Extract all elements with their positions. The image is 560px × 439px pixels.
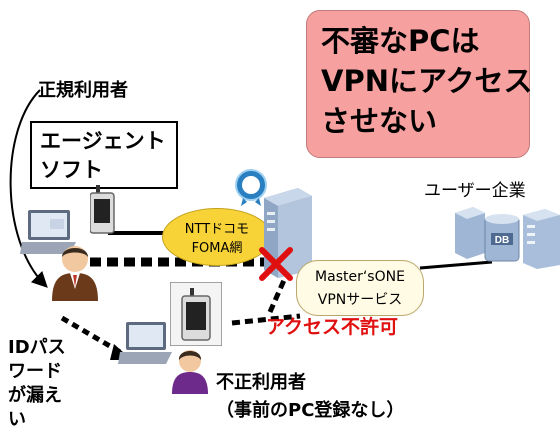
legit-user-icon: [52, 246, 98, 301]
blocked-x-icon: [259, 247, 293, 281]
callout-line: VPNにアクセス: [321, 64, 533, 98]
laptop-icon: [20, 210, 76, 254]
legit-user-label: 正規利用者: [38, 80, 128, 101]
bad-access-line: [231, 313, 301, 326]
vpn-line: VPNサービス: [317, 292, 403, 308]
agent-line: エージェント: [40, 129, 166, 153]
access-denied-label: アクセス不許可: [266, 316, 399, 338]
certificate-badge-icon: [235, 169, 267, 206]
server-icon: [264, 188, 312, 278]
bad-user-label: 不正利用者: [216, 372, 306, 393]
leak-label: IDパス ワード が漏え い: [8, 336, 66, 432]
company-servers-icon: DB: [455, 207, 560, 269]
curved-arrow: [9, 89, 48, 288]
carrier-line: NTTドコモ: [184, 222, 250, 237]
callout-line: させない: [321, 104, 438, 138]
vpn-line: Master‘sONE: [315, 269, 405, 285]
company-label: ユーザー企業: [424, 181, 526, 201]
leak-line: い: [8, 409, 26, 430]
bad-user-icon: [172, 350, 208, 394]
agent-line: ソフト: [40, 158, 103, 182]
agent-software-box: エージェント ソフト: [30, 121, 178, 189]
db-label: DB: [495, 235, 509, 246]
warning-callout: 不審なPCは VPNにアクセス させない: [306, 10, 533, 158]
laptop-icon: [118, 322, 172, 364]
leak-line: IDパス: [8, 337, 66, 358]
leak-arrow-line: [60, 315, 122, 355]
leak-line: ワード: [8, 361, 62, 382]
vpn-link-line: [419, 260, 493, 270]
mobile-card-icon: [90, 185, 115, 234]
vpn-service-box: Master‘sONE VPNサービス: [296, 260, 424, 316]
bad-user-note: （事前のPC登録なし）: [216, 400, 405, 421]
mobile-card-icon: [170, 282, 222, 346]
carrier-line: FOMA網: [191, 241, 243, 256]
callout-line: 不審なPCは: [321, 24, 480, 58]
carrier-network-bubble: NTTドコモ FOMA網: [162, 208, 272, 266]
leak-line: が漏え: [8, 385, 62, 406]
